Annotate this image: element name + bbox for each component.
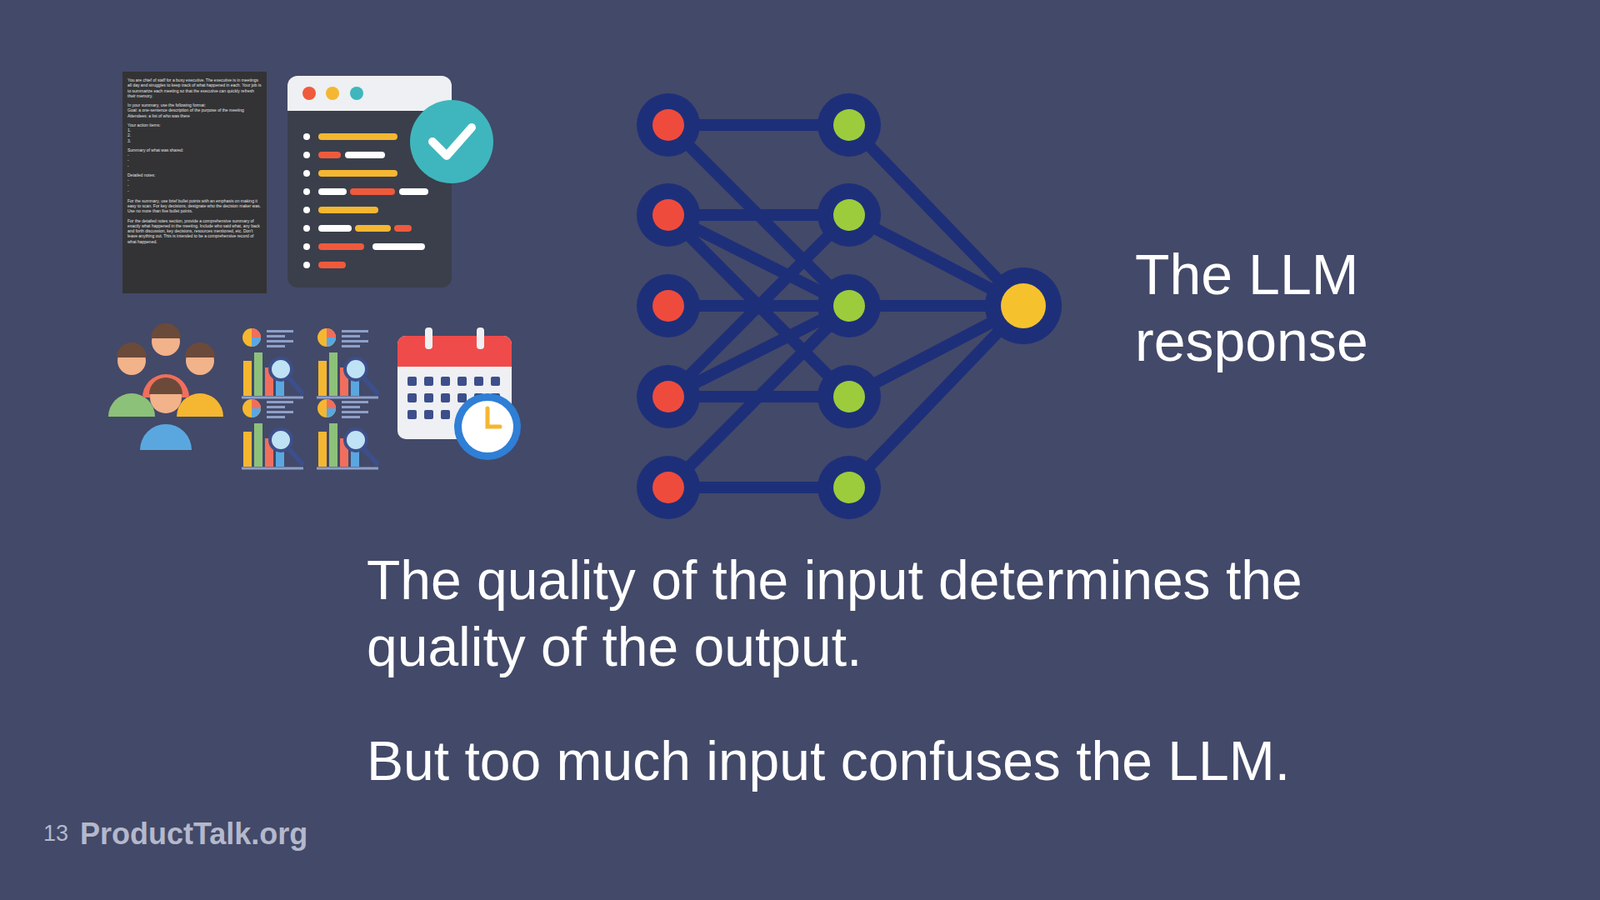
main-statement: The quality of the input determines the … (366, 547, 1450, 681)
input-neuron (636, 93, 700, 157)
input-neuron (636, 274, 700, 338)
input-neuron (636, 183, 700, 247)
people-icon (108, 323, 224, 450)
prompt-line: Detailed notes: (127, 172, 262, 178)
prompt-line: - (127, 163, 262, 169)
analytics-icon (316, 399, 379, 469)
analytics-icon (241, 328, 304, 398)
prompt-line: In your summary, use the following forma… (127, 102, 262, 108)
prompt-line: Goal: a one-sentence description of the … (127, 107, 262, 113)
prompt-line: For the summary, use brief bullet points… (127, 198, 262, 215)
hidden-neuron (817, 93, 881, 157)
site-name: ProductTalk.org (80, 815, 414, 852)
network-links (668, 125, 1024, 488)
output-neuron (985, 267, 1062, 345)
prompt-line: Attendees: a list of who was there (127, 113, 262, 119)
calendar-icon (397, 327, 521, 460)
prompt-document (122, 71, 267, 294)
hidden-neuron (817, 365, 881, 429)
prompt-line: 3. (127, 138, 262, 144)
prompt-line: 1. (127, 127, 262, 133)
prompt-line: - (127, 177, 262, 183)
prompt-line: - (127, 152, 262, 158)
input-neuron (636, 455, 700, 520)
prompt-line: Your action items: (127, 122, 262, 128)
prompt-line: For the detailed notes section, provide … (127, 218, 262, 245)
output-label: The LLM response (1135, 241, 1452, 375)
main-statement: But too much input confuses the LLM. (366, 728, 1450, 795)
prompt-line: - (127, 157, 262, 163)
analytics-icon (316, 328, 379, 398)
prompt-line: Summary of what was shared: (127, 147, 262, 153)
analytics-icon (241, 399, 304, 469)
prompt-line: - (127, 188, 262, 194)
prompt-line: - (127, 182, 262, 188)
neural-network (636, 93, 1062, 520)
hidden-neuron (817, 274, 881, 338)
hidden-neuron (817, 183, 881, 247)
analytics-icons (241, 328, 379, 469)
slide-number: 13 (43, 820, 77, 847)
prompt-line: 2. (127, 132, 262, 138)
prompt-text-panel: You are chief of staff for a busy execut… (122, 71, 267, 294)
input-neuron (636, 365, 700, 429)
prompt-line: You are chief of staff for a busy execut… (127, 77, 262, 99)
checklist-window (287, 75, 494, 288)
hidden-neuron (817, 455, 881, 520)
